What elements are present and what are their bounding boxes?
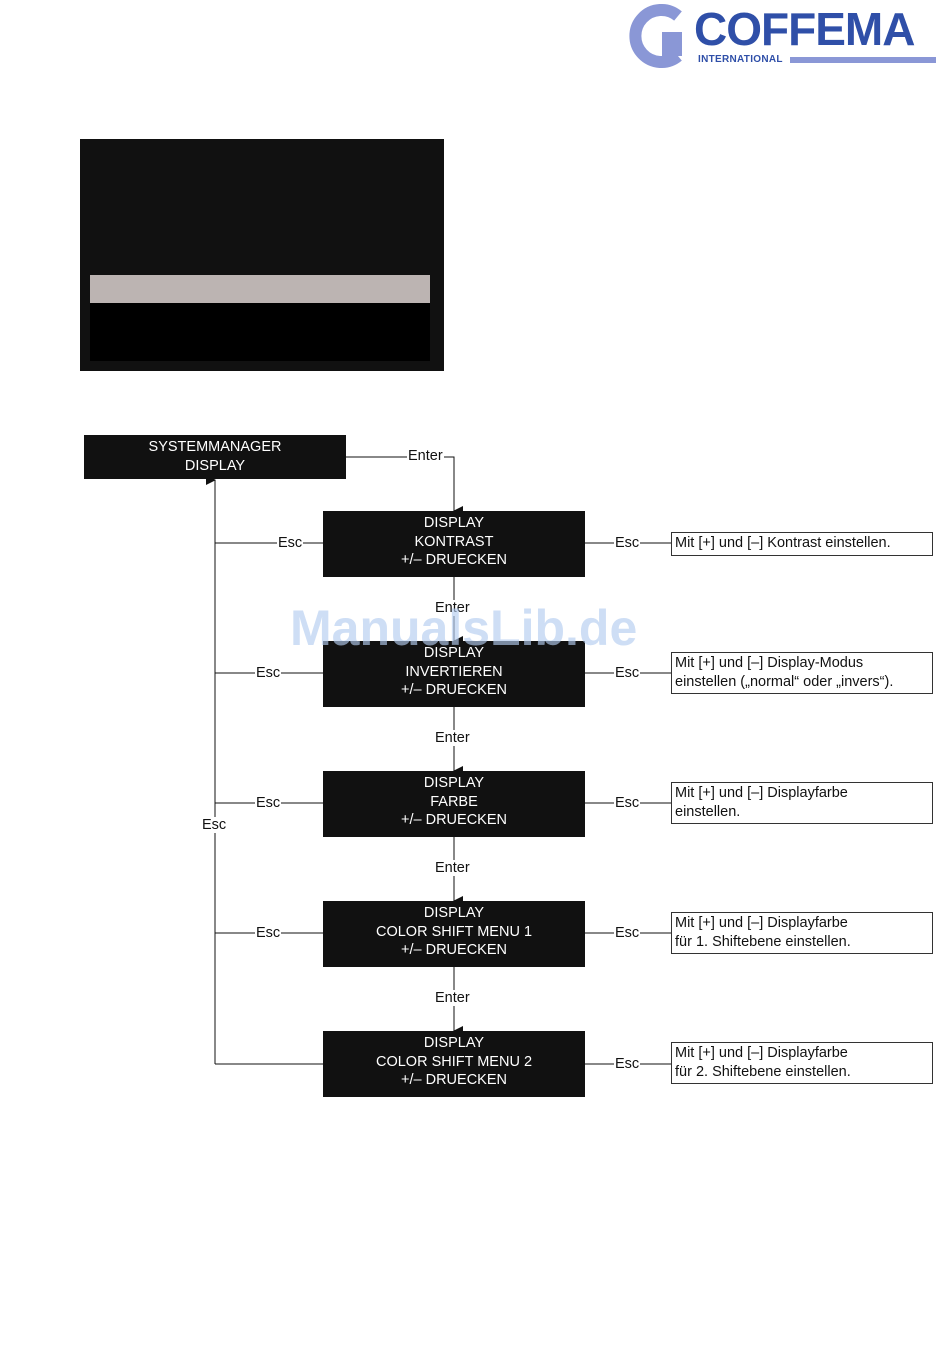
note-color-shift-1: Mit [+] und [–] Displayfarbe für 1. Shif… bbox=[671, 912, 933, 954]
label-esc-left-2: Esc bbox=[255, 665, 282, 681]
menu-box-invertieren: DISPLAY INVERTIEREN +/– DRUECKEN bbox=[323, 641, 585, 707]
logo-wordmark: COFFEMA bbox=[694, 3, 915, 55]
note-line-2: für 2. Shiftebene einstellen. bbox=[675, 1063, 851, 1080]
menu-line-1: DISPLAY bbox=[423, 515, 485, 531]
label-esc-right-1: Esc bbox=[614, 535, 641, 551]
note-farbe: Mit [+] und [–] Displayfarbe einstellen. bbox=[671, 782, 933, 824]
menu-box-kontrast: DISPLAY KONTRAST +/– DRUECKEN bbox=[323, 511, 585, 577]
label-enter-4: Enter bbox=[434, 990, 471, 1006]
display-lower-area bbox=[90, 303, 430, 361]
logo-bar bbox=[790, 57, 936, 63]
note-line-1: Mit [+] und [–] Displayfarbe bbox=[675, 915, 848, 931]
menu-line-3: +/– DRUECKEN bbox=[401, 812, 507, 828]
label-enter-1: Enter bbox=[434, 600, 471, 616]
menu-line-2: KONTRAST bbox=[414, 533, 494, 550]
note-line-1: Mit [+] und [–] Kontrast einstellen. bbox=[675, 535, 891, 551]
label-esc-right-2: Esc bbox=[614, 665, 641, 681]
menu-line-1: DISPLAY bbox=[423, 775, 485, 791]
label-esc-left-3: Esc bbox=[255, 795, 282, 811]
menu-line-3: +/– DRUECKEN bbox=[401, 552, 507, 568]
systemmanager-display-box: SYSTEMMANAGER DISPLAY bbox=[84, 435, 346, 479]
connector-enter-root bbox=[346, 456, 463, 516]
logo-subtitle: INTERNATIONAL bbox=[698, 54, 783, 65]
label-esc-left-4: Esc bbox=[255, 925, 282, 941]
label-esc-right-4: Esc bbox=[614, 925, 641, 941]
note-invertieren: Mit [+] und [–] Display-Modus einstellen… bbox=[671, 652, 933, 694]
menu-line-2: INVERTIEREN bbox=[405, 663, 503, 680]
menu-box-color-shift-1: DISPLAY COLOR SHIFT MENU 1 +/– DRUECKEN bbox=[323, 901, 585, 967]
menu-box-color-shift-2: DISPLAY COLOR SHIFT MENU 2 +/– DRUECKEN bbox=[323, 1031, 585, 1097]
label-enter-3: Enter bbox=[434, 860, 471, 876]
note-line-2: einstellen („normal“ oder „invers“). bbox=[675, 673, 894, 690]
menu-line-1: DISPLAY bbox=[423, 905, 485, 921]
label-esc-return: Esc bbox=[201, 817, 228, 833]
menu-line-3: +/– DRUECKEN bbox=[401, 942, 507, 958]
menu-line-2: COLOR SHIFT MENU 2 bbox=[375, 1053, 533, 1070]
logo-c-icon bbox=[629, 4, 682, 68]
label-enter-2: Enter bbox=[434, 730, 471, 746]
note-line-1: Mit [+] und [–] Display-Modus bbox=[675, 655, 864, 671]
note-color-shift-2: Mit [+] und [–] Displayfarbe für 2. Shif… bbox=[671, 1042, 933, 1084]
menu-line-1: DISPLAY bbox=[423, 1035, 485, 1051]
note-line-1: Mit [+] und [–] Displayfarbe bbox=[675, 785, 848, 801]
menu-line-1: DISPLAY bbox=[423, 645, 485, 661]
label-esc-left-1: Esc bbox=[277, 535, 304, 551]
label-esc-right-3: Esc bbox=[614, 795, 641, 811]
menu-line-2: FARBE bbox=[430, 793, 478, 810]
menu-line-2: COLOR SHIFT MENU 1 bbox=[375, 923, 533, 940]
label-esc-right-5: Esc bbox=[614, 1056, 641, 1072]
coffema-logo: COFFEMA INTERNATIONAL bbox=[628, 4, 940, 68]
label-enter-root: Enter bbox=[407, 448, 444, 464]
watermark: ManualsLib.de bbox=[290, 600, 638, 656]
menu-line-3: +/– DRUECKEN bbox=[401, 1072, 507, 1088]
root-line-1: SYSTEMMANAGER bbox=[148, 439, 282, 455]
root-line-2: DISPLAY bbox=[184, 457, 246, 474]
menu-line-3: +/– DRUECKEN bbox=[401, 682, 507, 698]
note-kontrast: Mit [+] und [–] Kontrast einstellen. bbox=[671, 532, 933, 556]
menu-box-farbe: DISPLAY FARBE +/– DRUECKEN bbox=[323, 771, 585, 837]
note-line-2: einstellen. bbox=[675, 803, 741, 820]
note-line-1: Mit [+] und [–] Displayfarbe bbox=[675, 1045, 848, 1061]
note-line-2: für 1. Shiftebene einstellen. bbox=[675, 933, 851, 950]
display-highlight-row bbox=[90, 275, 430, 303]
